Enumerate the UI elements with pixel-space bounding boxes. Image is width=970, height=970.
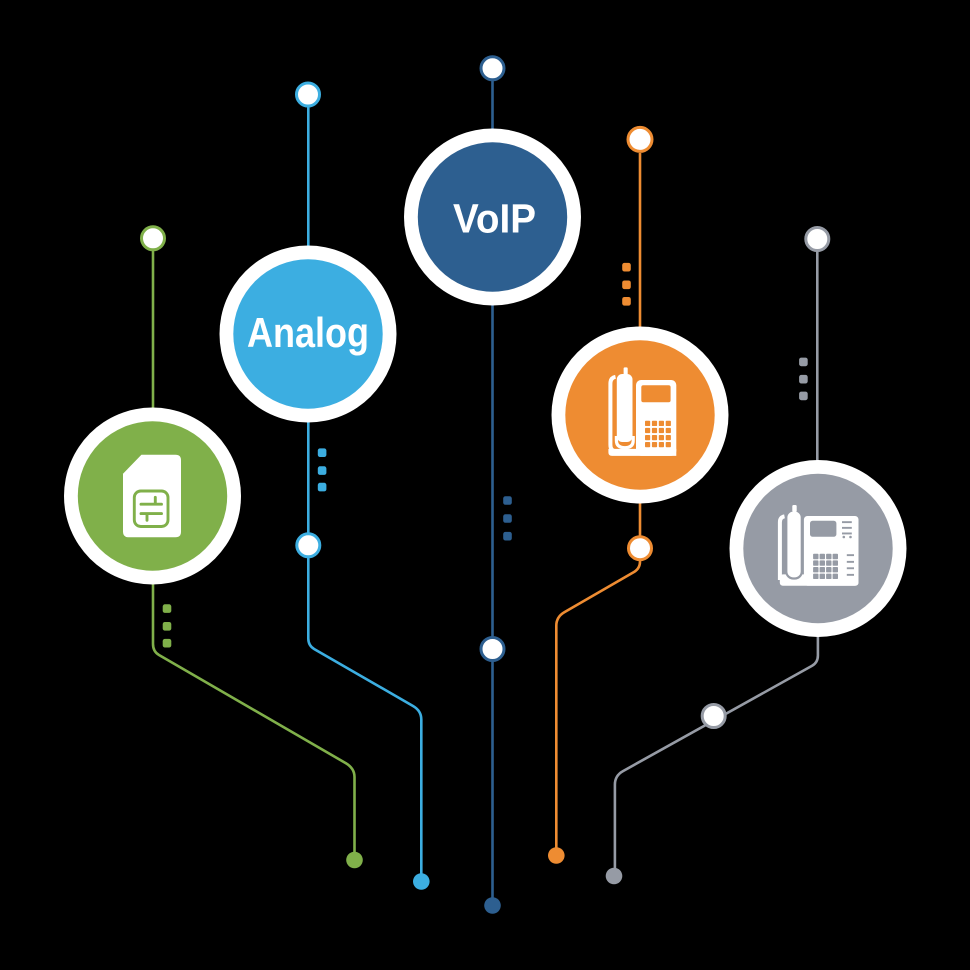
svg-text:Analog: Analog — [247, 309, 369, 356]
svg-text:VoIP: VoIP — [453, 196, 536, 242]
